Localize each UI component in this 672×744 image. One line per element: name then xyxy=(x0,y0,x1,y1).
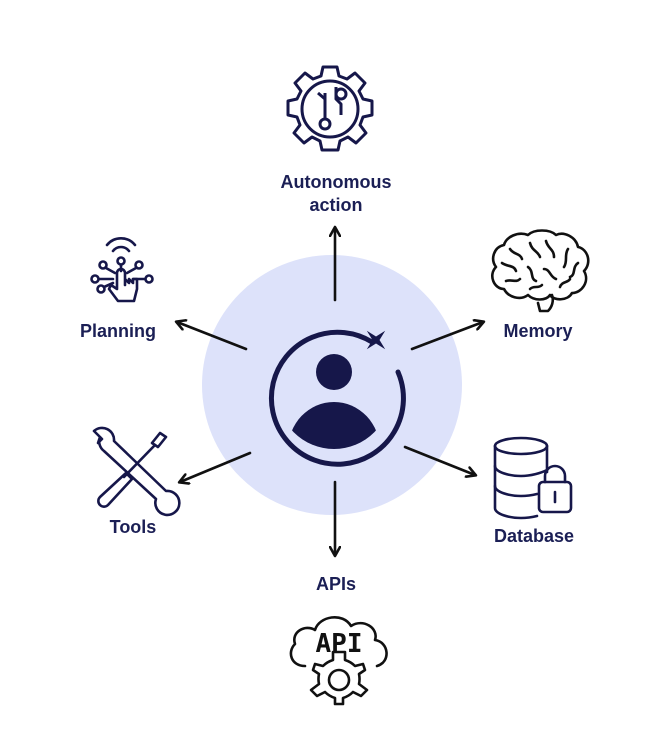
gear-circuit-icon xyxy=(286,65,374,152)
touch-network-icon xyxy=(90,237,154,303)
label-autonomous-action-line2: action xyxy=(309,195,363,215)
sparkle-icon xyxy=(366,330,386,350)
arrow-to-memory xyxy=(410,322,483,351)
arrow-to-planning xyxy=(177,322,248,351)
user-agent-icon xyxy=(268,329,406,467)
database-lock-icon xyxy=(493,436,573,520)
label-memory: Memory xyxy=(503,321,573,341)
label-apis: APIs xyxy=(315,574,357,594)
wrench-screwdriver-icon xyxy=(92,426,181,517)
brain-icon xyxy=(491,229,590,313)
label-tools: Tools xyxy=(109,517,157,537)
api-icon-text: API xyxy=(316,629,363,659)
connector-arrows xyxy=(177,228,483,555)
label-planning: Planning xyxy=(80,321,156,341)
label-autonomous-action-line1: Autonomous xyxy=(280,172,392,192)
arrow-to-database xyxy=(403,445,475,475)
arrow-to-tools xyxy=(180,451,252,482)
api-cloud-gear-icon xyxy=(289,616,388,706)
label-autonomous-action: Autonomous action xyxy=(236,171,436,217)
label-database: Database xyxy=(493,526,575,546)
